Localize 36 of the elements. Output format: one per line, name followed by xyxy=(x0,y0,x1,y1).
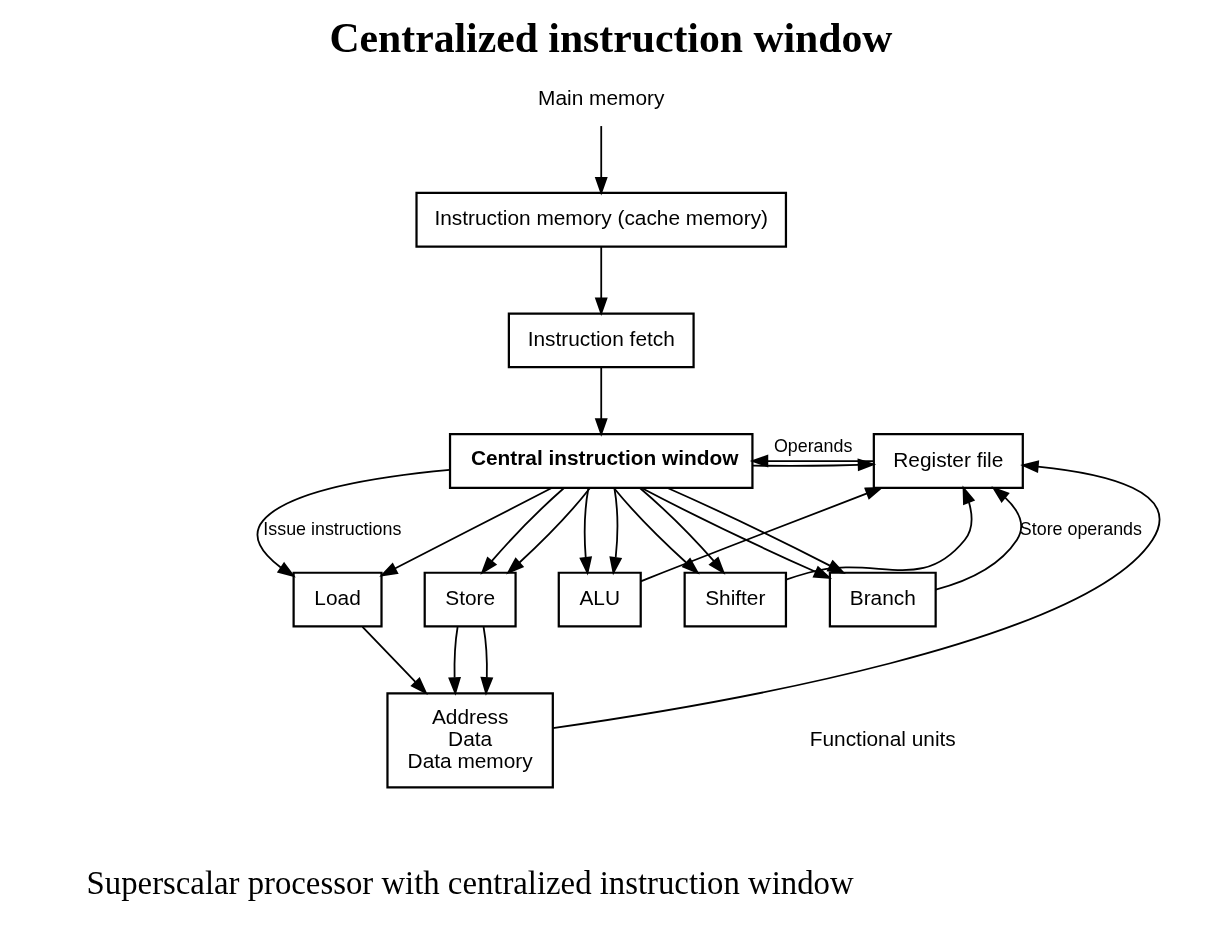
edge-label: Store operands xyxy=(1019,518,1142,539)
arrow xyxy=(613,487,700,575)
node-box: Instruction memory (cache memory) xyxy=(415,191,788,248)
node-box: Load xyxy=(292,571,383,628)
node-box: Shifter xyxy=(683,571,788,628)
arrow xyxy=(256,468,451,578)
node-box: ALU xyxy=(557,571,642,628)
arrow xyxy=(785,485,976,581)
arrow xyxy=(594,125,608,196)
arrow xyxy=(639,487,726,575)
arrow xyxy=(480,487,565,575)
node-box: Branch xyxy=(828,571,937,628)
arrow xyxy=(579,487,593,576)
arrow xyxy=(749,454,875,468)
node-box: Central instruction window xyxy=(448,433,754,489)
caption: Superscalar processor with centralized instruction window xyxy=(86,864,854,901)
arrow xyxy=(480,626,494,696)
node-box: Store xyxy=(423,571,517,628)
arrow xyxy=(361,626,428,695)
arrow xyxy=(448,626,462,696)
edge-label: Issue instructions xyxy=(263,518,402,539)
node-box: Instruction fetch xyxy=(507,312,695,369)
arrow xyxy=(934,486,1022,591)
node-text: Main memory xyxy=(538,85,665,109)
arrow xyxy=(639,487,884,583)
node-box: Address Data Data memory xyxy=(386,692,554,789)
arrow xyxy=(379,487,553,577)
diagram-title: Centralized instruction window xyxy=(329,14,893,61)
arrow xyxy=(594,366,608,437)
edge-label: Operands xyxy=(773,435,853,456)
arrow xyxy=(609,487,623,576)
label: Functional units xyxy=(809,726,956,750)
arrow xyxy=(506,487,591,575)
arrow xyxy=(640,487,833,580)
arrow xyxy=(594,245,608,317)
node-box: Register file xyxy=(872,433,1024,489)
